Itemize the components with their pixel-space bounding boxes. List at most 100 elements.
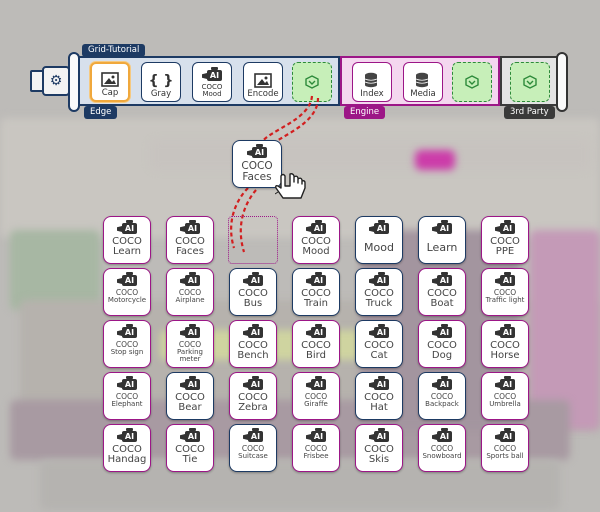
toolbar-right-cap	[556, 52, 568, 112]
dragged-coco-faces-card[interactable]: AI COCO Faces	[232, 140, 282, 188]
card-line1: COCO	[115, 392, 139, 401]
card-line1: COCO	[430, 444, 454, 453]
braces-icon: { }	[148, 72, 174, 89]
coco-mood-line1: COCO	[201, 83, 223, 91]
third-party-tag: 3rd Party	[504, 106, 555, 119]
card-line2: Frisbee	[303, 452, 329, 460]
ai-camera-icon: AI	[180, 428, 200, 443]
card-line2: Stop sign	[110, 348, 144, 356]
ai-camera-icon: AI	[306, 272, 326, 287]
card-line2: Bird	[306, 350, 326, 361]
card-line1: COCO	[238, 340, 268, 351]
gray-label: Gray	[150, 88, 172, 99]
add-block-icon	[523, 75, 537, 89]
card-line2: Mood	[302, 246, 330, 257]
media-button[interactable]: Media	[403, 62, 443, 102]
card-line1: COCO	[304, 392, 328, 401]
card-line2: Bus	[243, 298, 263, 309]
encode-button[interactable]: Encode	[243, 62, 283, 102]
card-line1: COCO	[493, 444, 517, 453]
add-edge-block-button[interactable]	[292, 62, 332, 102]
card-line2: Suitcase	[238, 452, 268, 460]
card-line2: Umbrella	[489, 400, 521, 408]
card-line1: COCO	[364, 288, 394, 299]
card-line1: COCO	[301, 236, 331, 247]
card-line1: COCO	[301, 340, 331, 351]
cap-label: Cap	[101, 87, 119, 98]
media-label: Media	[410, 88, 436, 99]
card-label: Mood	[364, 241, 394, 254]
card-line1: COCO	[364, 444, 394, 455]
card-line1: COCO	[115, 288, 139, 297]
card-line2: Faces	[176, 246, 204, 257]
card-line2: Boat	[430, 298, 454, 309]
drop-placeholder[interactable]	[228, 216, 278, 264]
add-third-party-block-button[interactable]	[510, 62, 550, 102]
card-line1: COCO	[238, 288, 268, 299]
add-engine-block-button[interactable]	[452, 62, 492, 102]
card-line2: Bench	[237, 350, 269, 361]
card-line2: Horse	[490, 350, 520, 361]
ai-camera-icon: AI	[243, 324, 263, 339]
card-line2: PPE	[495, 246, 515, 257]
image-icon	[101, 71, 119, 87]
card-line2: Giraffe	[304, 400, 328, 408]
ai-camera-icon: AI	[432, 220, 452, 235]
coco-mood-button[interactable]: AI COCO Mood	[192, 62, 232, 102]
card-line1: COCO	[241, 444, 265, 453]
ai-camera-icon: AI	[180, 220, 200, 235]
card-line1: COCO	[427, 340, 457, 351]
add-block-icon	[465, 75, 479, 89]
gray-button[interactable]: { } Gray	[141, 62, 181, 102]
card-line1: COCO	[301, 288, 331, 299]
card-line1: COCO	[490, 340, 520, 351]
card-line1: COCO	[493, 392, 517, 401]
ai-camera-icon: AI	[243, 376, 263, 391]
card-line1: COCO	[493, 288, 517, 297]
card-line2: Truck	[365, 298, 393, 309]
card-line1: COCO	[112, 236, 142, 247]
ai-camera-icon: AI	[117, 324, 137, 339]
ai-camera-icon: AI	[369, 376, 389, 391]
cap-button[interactable]: Cap	[90, 62, 130, 102]
card-line2: Train	[304, 298, 328, 309]
ai-camera-icon: AI	[432, 272, 452, 287]
index-button[interactable]: Index	[352, 62, 392, 102]
ai-camera-icon: AI	[495, 428, 515, 443]
ai-camera-icon: AI	[243, 272, 263, 287]
